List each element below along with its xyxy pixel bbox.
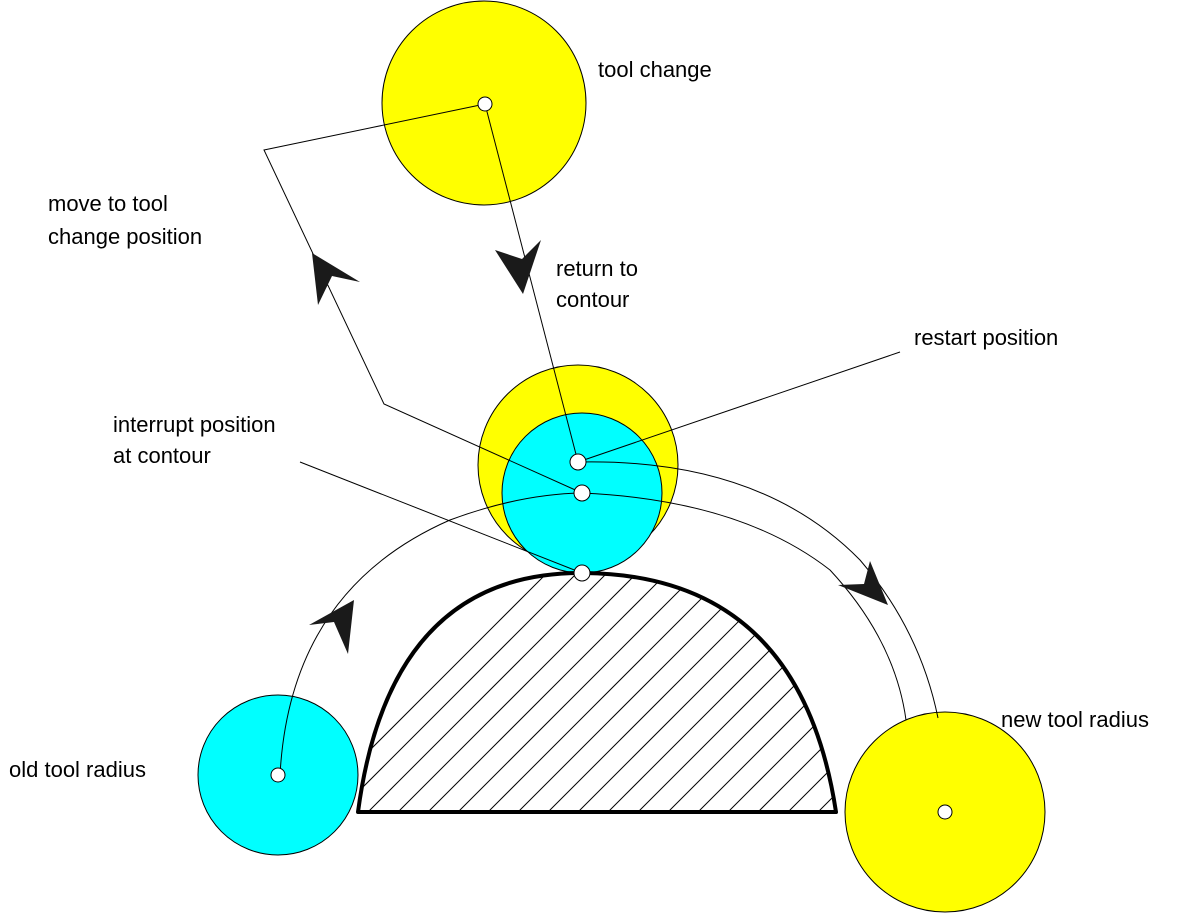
- label-new-tool-radius: new tool radius: [1001, 707, 1149, 732]
- restart-position-marker: [569, 453, 587, 471]
- path-restart-outer: [577, 461, 939, 719]
- label-return-to-line1: return to: [556, 256, 638, 281]
- label-tool-change: tool change: [598, 57, 712, 82]
- label-old-tool-radius: old tool radius: [9, 757, 146, 782]
- leader-restart-position: [577, 351, 901, 463]
- label-return-to-line2: contour: [556, 287, 629, 312]
- old-tool-center-marker: [270, 767, 286, 783]
- arrowhead-return-to-contour: [495, 240, 541, 294]
- interrupt-center-marker: [573, 484, 591, 502]
- label-move-to-tool-line2: change position: [48, 224, 202, 249]
- new-tool-center-marker: [937, 804, 953, 820]
- path-return-to-contour: [484, 103, 579, 463]
- leader-interrupt-position: [299, 461, 583, 574]
- label-interrupt-line2: at contour: [113, 443, 211, 468]
- label-restart-position: restart position: [914, 325, 1058, 350]
- path-restart-inner: [581, 492, 907, 721]
- arrowhead-old-tool-path: [309, 600, 354, 654]
- tool-change-point-marker: [477, 96, 493, 112]
- arrowhead-move-to-tool-change: [312, 253, 360, 305]
- label-interrupt-line1: interrupt position: [113, 412, 276, 437]
- path-old-tool-to-interrupt: [279, 492, 583, 776]
- interrupt-contour-marker: [573, 564, 591, 582]
- arrowhead-restart-path: [838, 561, 888, 605]
- label-move-to-tool-line1: move to tool: [48, 191, 168, 216]
